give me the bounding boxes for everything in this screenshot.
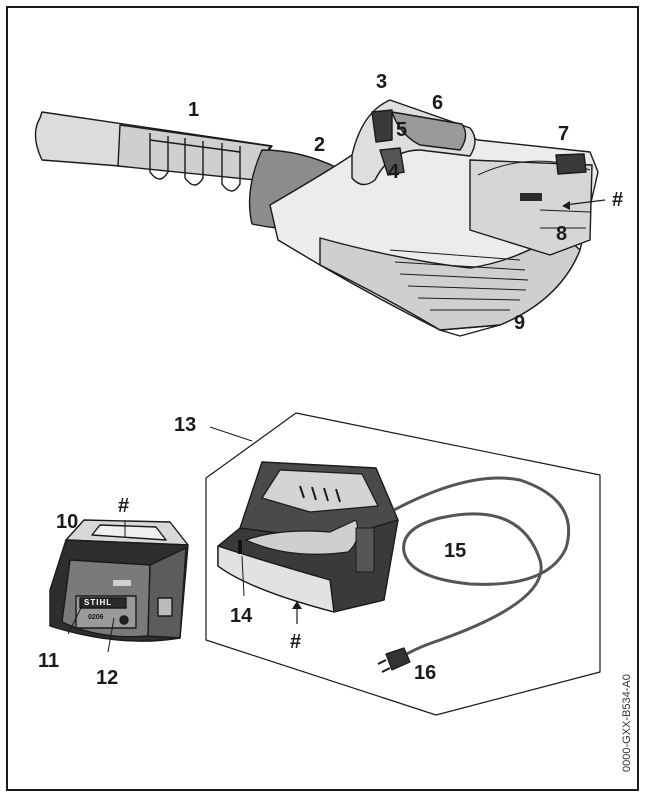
callout-4: 4 xyxy=(388,161,400,183)
callout-10: 10 xyxy=(56,511,79,533)
tube-clip xyxy=(149,139,241,153)
tube-band xyxy=(117,124,271,181)
charger-outline-box xyxy=(205,412,601,716)
power-plug-pins xyxy=(377,659,391,673)
charger-side-vent xyxy=(355,527,375,573)
leader-11 xyxy=(67,605,83,635)
battery-brand-plate xyxy=(79,597,127,609)
callout-6: 6 xyxy=(432,92,444,114)
callout-7: 7 xyxy=(558,123,570,145)
callout-2: 2 xyxy=(314,134,326,156)
charger-hash-arrow-head xyxy=(292,601,302,609)
callout-14: 14 xyxy=(230,605,253,627)
callout-hash-blower: # xyxy=(612,189,624,211)
callout-1: 1 xyxy=(188,99,200,121)
charger-group xyxy=(205,412,601,716)
battery-release-button xyxy=(555,153,587,175)
charger-contacts xyxy=(299,485,341,503)
callout-15: 15 xyxy=(444,540,467,562)
tube-clip xyxy=(149,133,169,180)
battery-top-recess xyxy=(91,524,167,541)
battery-side-clip xyxy=(157,597,173,617)
callout-5: 5 xyxy=(396,119,408,141)
tube-clip xyxy=(221,143,241,192)
battery-code-text: 0206 xyxy=(88,614,104,621)
callout-9: 9 xyxy=(514,312,526,334)
callout-8: 8 xyxy=(556,223,568,245)
charger-front xyxy=(217,545,335,613)
leader-13 xyxy=(209,426,253,442)
callout-12: 12 xyxy=(96,667,119,689)
figure-frame xyxy=(6,6,639,791)
power-cord xyxy=(393,476,571,662)
battery-charge-button xyxy=(119,615,129,625)
battery-brand-text: STIHL xyxy=(84,598,113,607)
document-id: 0000-GXX-B534-A0 xyxy=(621,674,633,772)
callout-16: 16 xyxy=(414,662,437,684)
battery-front-badge xyxy=(113,580,131,586)
charger-led xyxy=(238,540,242,554)
hash-pointer-head xyxy=(562,201,570,210)
housing-brand-label xyxy=(520,193,542,201)
blower-foot xyxy=(439,324,501,337)
leader-12 xyxy=(107,617,115,653)
callout-3: 3 xyxy=(376,71,388,93)
lock-lever xyxy=(379,147,405,176)
hash-pointer xyxy=(564,199,606,206)
callout-11: 11 xyxy=(38,650,60,672)
tube-clip xyxy=(184,138,204,186)
handle-grip xyxy=(391,111,467,151)
charger-slot xyxy=(261,469,379,513)
power-plug xyxy=(385,647,411,671)
callout-13: 13 xyxy=(174,414,197,436)
battery xyxy=(49,519,189,653)
cooling-fins xyxy=(389,249,529,311)
blower xyxy=(34,99,606,337)
callout-hash-charger: # xyxy=(290,631,302,653)
leader-14 xyxy=(241,555,245,597)
trigger-switch xyxy=(371,109,393,143)
callout-hash-battery: # xyxy=(118,495,130,517)
